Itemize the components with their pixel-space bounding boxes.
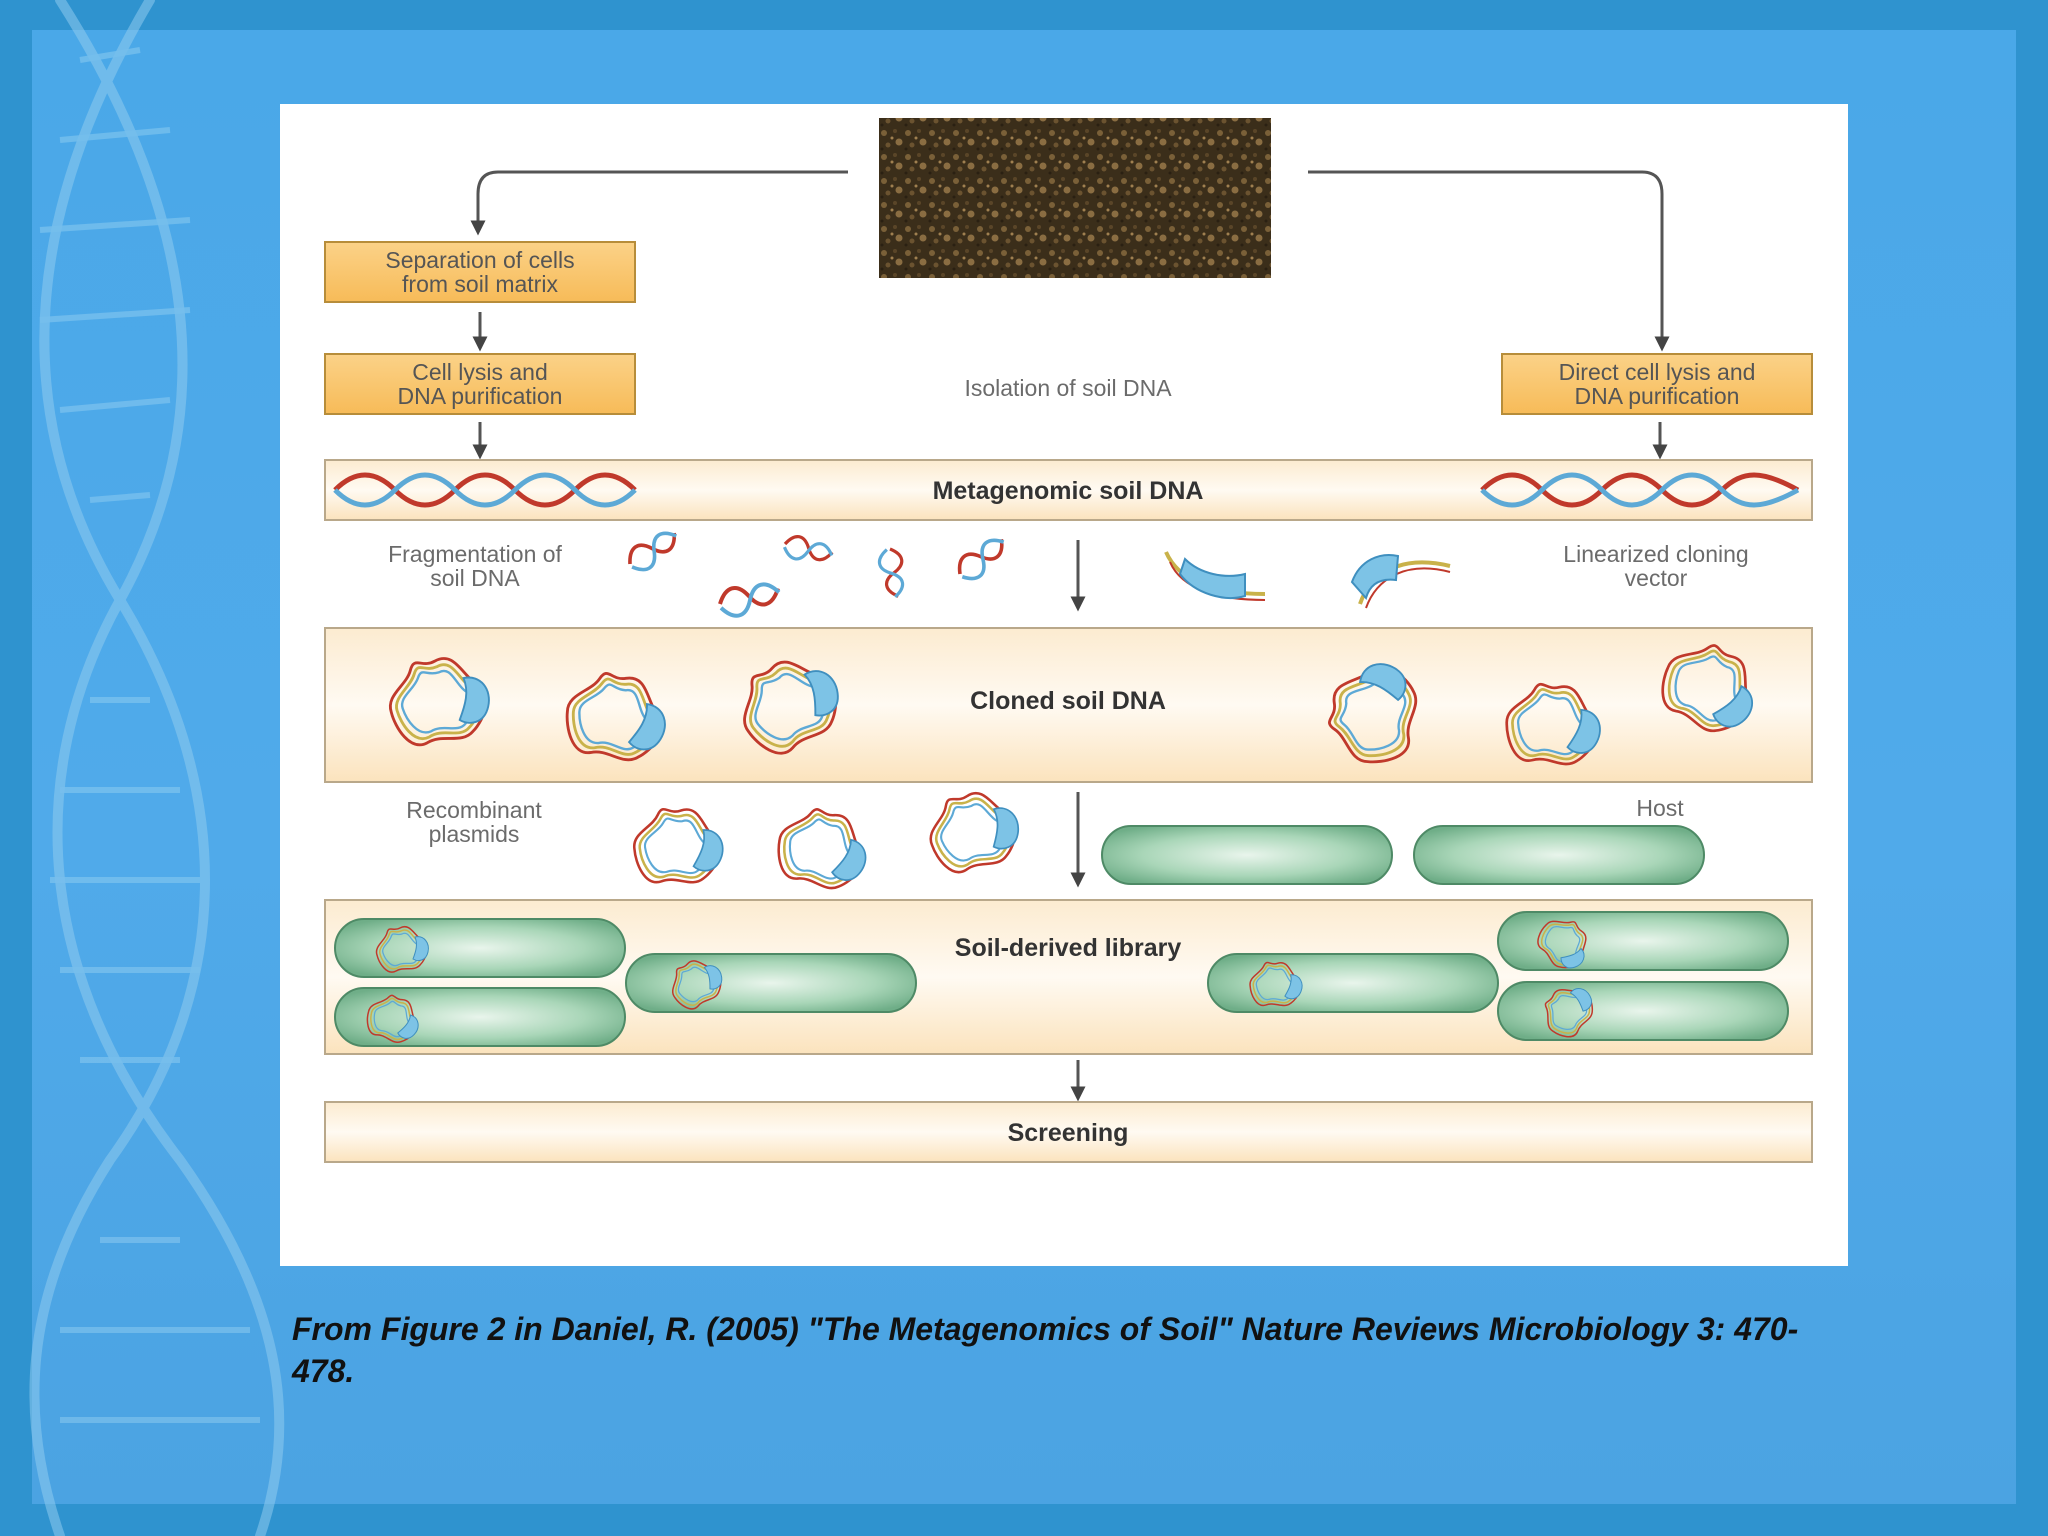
dna-fragment-icon (951, 529, 1013, 587)
library-label: Soil-derived library (955, 934, 1182, 962)
screening-band: Screening (324, 1101, 1813, 1163)
figure-caption: From Figure 2 in Daniel, R. (2005) "The … (292, 1311, 1799, 1389)
linearized-vector-icon (1350, 554, 1451, 609)
cloned-dna-band: Cloned soil DNA (324, 626, 1813, 783)
dna-helix-decoration-icon (29, 0, 285, 1536)
separation-label-line1: Separation of cells (385, 247, 574, 273)
host-cell-icon (334, 987, 626, 1047)
direct-lysis-label-line1: Direct cell lysis and (1559, 359, 1756, 385)
dna-fragment-icon (875, 545, 910, 601)
recombinant-label-line1: Recombinant (406, 797, 542, 823)
fragmentation-label-line1: Fragmentation of (388, 541, 562, 567)
dna-helix-left-icon (333, 472, 637, 508)
isolation-label: Isolation of soil DNA (964, 375, 1172, 401)
host-label: Host (1636, 795, 1684, 821)
plasmid-icon (925, 788, 1023, 876)
recombinant-label-line2: plasmids (429, 821, 520, 847)
screening-label: Screening (1008, 1119, 1129, 1147)
host-cell-icon (1101, 825, 1393, 885)
direct-lysis-label-line2: DNA purification (1575, 383, 1740, 409)
arrow-to-direct-lysis (1308, 170, 1670, 352)
metagenomic-dna-band: Metagenomic soil DNA (324, 459, 1813, 521)
metagenomics-workflow-diagram: Separation of cells from soil matrix Cel… (324, 118, 1813, 1163)
separation-label-line2: from soil matrix (402, 271, 558, 297)
plasmid-icon (765, 794, 881, 905)
host-cell-icon (1497, 981, 1789, 1041)
dna-fragment-icon (714, 574, 785, 622)
host-cell-icon (1413, 825, 1705, 885)
dna-helix-right-icon (1480, 472, 1800, 508)
library-band: Soil-derived library (324, 899, 1813, 1055)
host-cell-icon (625, 953, 917, 1013)
dna-fragment-icon (781, 532, 836, 567)
separation-step-box: Separation of cells from soil matrix (324, 241, 636, 303)
arrow-to-separation (470, 170, 848, 236)
linearized-vector-icon (1164, 551, 1266, 601)
lysis-step-box: Cell lysis and DNA purification (324, 353, 636, 415)
figure-panel: Separation of cells from soil matrix Cel… (280, 104, 1848, 1266)
host-cell-icon (1207, 953, 1499, 1013)
cloned-label: Cloned soil DNA (970, 687, 1166, 715)
dna-fragment-icon (622, 522, 685, 578)
soil-sample-image (879, 118, 1271, 278)
plasmid-icon (627, 800, 731, 895)
lysis-label-line1: Cell lysis and (412, 359, 548, 385)
linearized-label-line2: vector (1625, 565, 1688, 591)
direct-lysis-step-box: Direct cell lysis and DNA purification (1501, 353, 1813, 415)
linearized-label-line1: Linearized cloning (1563, 541, 1748, 567)
fragmentation-label-line2: soil DNA (430, 565, 520, 591)
lysis-label-line2: DNA purification (398, 383, 563, 409)
metagenomic-label: Metagenomic soil DNA (933, 477, 1204, 505)
host-cell-icon (334, 918, 626, 978)
